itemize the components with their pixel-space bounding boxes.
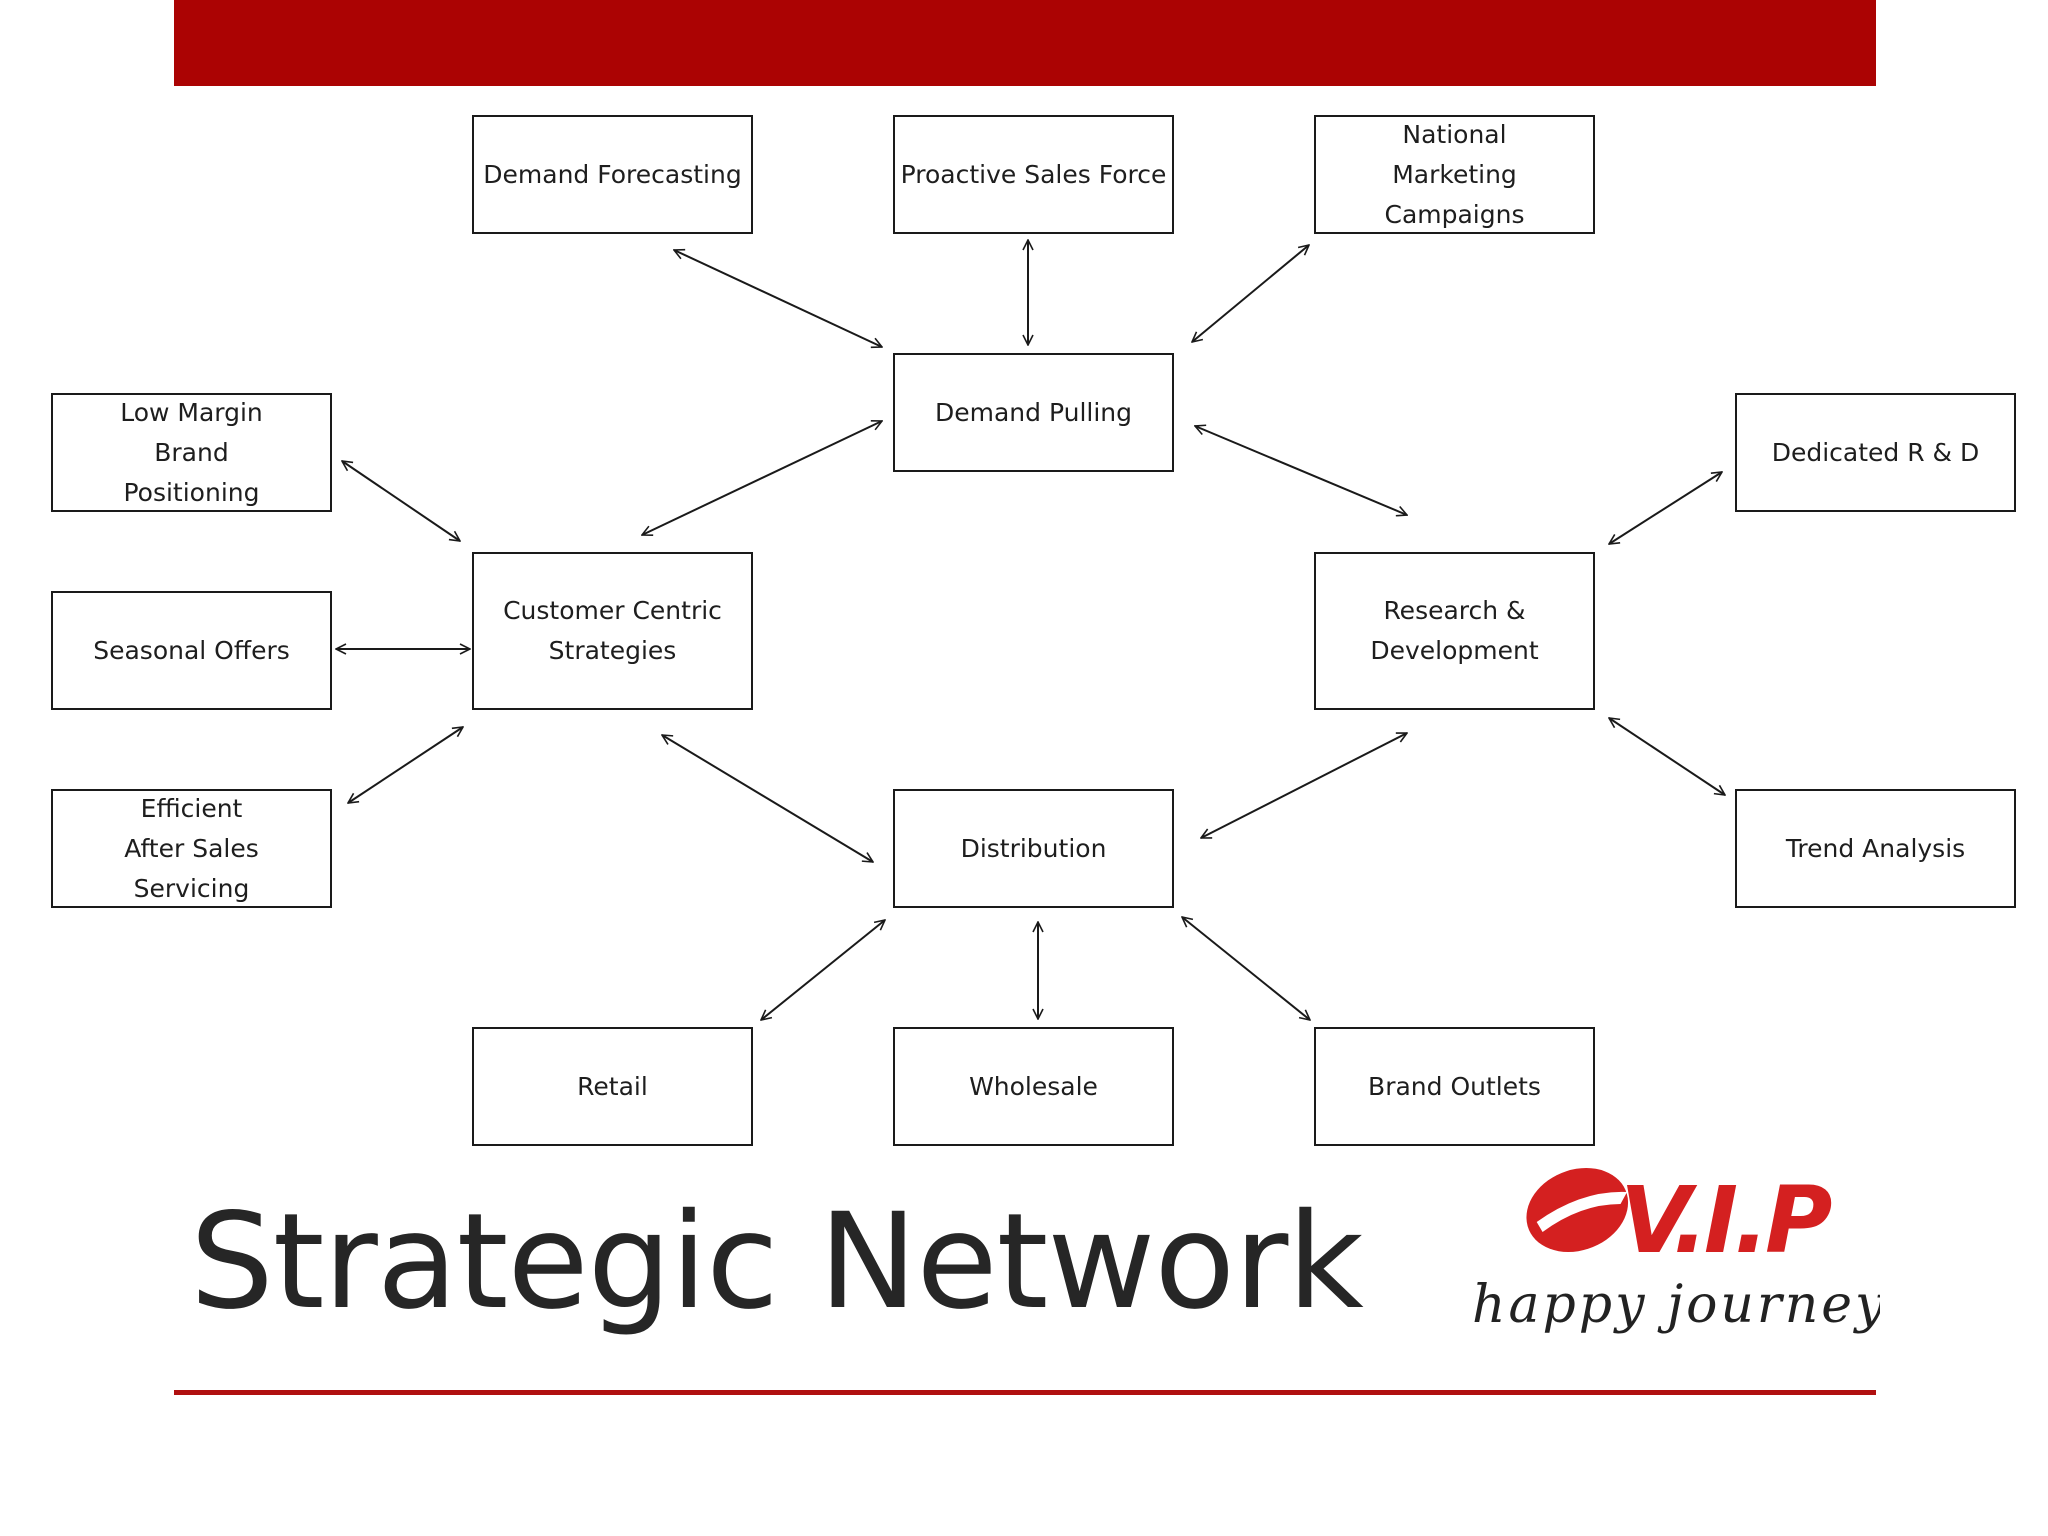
node-trend-analysis: Trend Analysis — [1735, 789, 2016, 908]
node-label: Seasonal Offers — [93, 635, 290, 665]
node-label-line: Development — [1370, 636, 1539, 665]
page-title: Strategic Network — [190, 1185, 1364, 1339]
node-label: Demand Forecasting — [483, 159, 742, 189]
node-label: Trend Analysis — [1785, 833, 1966, 863]
arrow-lowmargin-customer — [342, 461, 460, 541]
node-label-line: Marketing — [1392, 159, 1517, 189]
node-demand-pulling: Demand Pulling — [893, 353, 1174, 472]
arrow-distribution-outlets — [1182, 917, 1310, 1020]
node-efficient-after-sales-servicing: Efficient After Sales Servicing — [51, 789, 332, 908]
node-label: Dedicated R & D — [1771, 437, 1980, 467]
node-proactive-sales-force: Proactive Sales Force — [893, 115, 1174, 234]
node-label-line: Customer Centric — [503, 596, 722, 625]
vip-logo-icon: V.I.P happy journey — [1472, 1167, 1880, 1335]
arrow-customer-distribution — [662, 735, 873, 862]
node-brand-outlets: Brand Outlets — [1314, 1027, 1595, 1146]
node-label-line: Brand — [154, 437, 229, 467]
arrow-marketing-demand — [1192, 245, 1309, 342]
arrow-efficient-customer — [348, 727, 463, 803]
node-label-line: National — [1402, 119, 1507, 149]
node-label-line: Low Margin — [120, 397, 263, 427]
node-label-line: Efficient — [140, 793, 243, 823]
logo-tagline-text: happy journey — [1472, 1275, 1880, 1335]
node-label: Brand Outlets — [1368, 1071, 1541, 1101]
bottom-divider — [174, 1390, 1876, 1395]
arrow-research-trend — [1609, 718, 1725, 795]
arrow-distribution-retail — [761, 920, 885, 1020]
node-label-line: Strategies — [548, 636, 677, 665]
node-label: Distribution — [960, 833, 1107, 863]
node-label-line: After Sales — [124, 833, 259, 863]
node-label-line: Campaigns — [1384, 199, 1525, 229]
node-label-line: Positioning — [123, 477, 260, 507]
node-research-development: Research & Development — [1314, 552, 1595, 710]
arrow-dedicated-research — [1609, 472, 1722, 544]
node-label: Proactive Sales Force — [900, 159, 1167, 189]
logo-brand-text: V.I.P — [1620, 1167, 1832, 1274]
top-accent-bar — [174, 0, 1876, 86]
arrow-research-distribution — [1201, 732, 1407, 839]
node-label-line: Research & — [1383, 596, 1526, 625]
node-customer-centric-strategies: Customer Centric Strategies — [472, 552, 753, 710]
node-low-margin-brand-positioning: Low Margin Brand Positioning — [51, 393, 332, 512]
node-demand-forecasting: Demand Forecasting — [472, 115, 753, 234]
node-dedicated-rd: Dedicated R & D — [1735, 393, 2016, 512]
node-seasonal-offers: Seasonal Offers — [51, 591, 332, 710]
node-label: Retail — [577, 1071, 648, 1101]
node-wholesale: Wholesale — [893, 1027, 1174, 1146]
node-label: Wholesale — [969, 1071, 1098, 1101]
arrow-demand-customer — [642, 421, 882, 535]
arrow-forecasting-demand — [674, 250, 882, 347]
node-label: Demand Pulling — [935, 397, 1132, 427]
node-retail: Retail — [472, 1027, 753, 1146]
node-national-marketing-campaigns: National Marketing Campaigns — [1314, 115, 1595, 234]
node-label-line: Servicing — [133, 873, 250, 903]
arrow-demand-research — [1195, 426, 1407, 515]
node-distribution: Distribution — [893, 789, 1174, 908]
